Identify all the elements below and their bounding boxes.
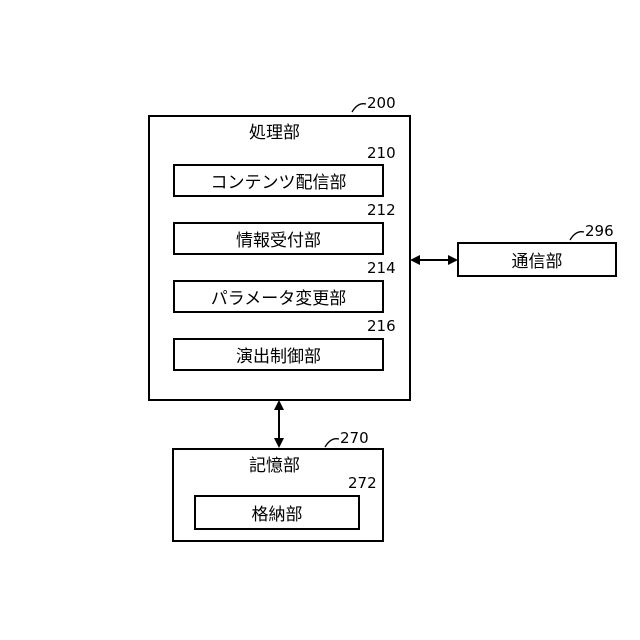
effect-control-unit: 演出制御部 bbox=[173, 338, 384, 371]
content-distribution-label: コンテンツ配信部 bbox=[211, 168, 347, 193]
communication-label: 通信部 bbox=[512, 247, 563, 272]
storage-unit-ref: 270 bbox=[340, 431, 369, 446]
storage-unit-title: 記憶部 bbox=[249, 458, 300, 475]
effect-control-ref: 216 bbox=[367, 319, 396, 334]
communication-unit: 通信部 bbox=[457, 242, 617, 277]
parameter-change-label: パラメータ変更部 bbox=[211, 284, 347, 309]
info-reception-ref: 212 bbox=[367, 203, 396, 218]
effect-control-label: 演出制御部 bbox=[236, 342, 321, 367]
info-reception-label: 情報受付部 bbox=[236, 226, 321, 251]
parameter-change-ref: 214 bbox=[367, 261, 396, 276]
storing-label: 格納部 bbox=[252, 500, 303, 525]
parameter-change-unit: パラメータ変更部 bbox=[173, 280, 384, 313]
leader-200 bbox=[352, 104, 366, 112]
processing-unit-ref: 200 bbox=[367, 96, 396, 111]
leader-270 bbox=[325, 439, 339, 447]
leader-296 bbox=[570, 232, 584, 240]
storing-unit: 格納部 bbox=[194, 495, 360, 530]
storing-ref: 272 bbox=[348, 476, 377, 491]
processing-unit-title: 処理部 bbox=[249, 125, 300, 142]
content-distribution-ref: 210 bbox=[367, 146, 396, 161]
communication-ref: 296 bbox=[585, 224, 614, 239]
content-distribution-unit: コンテンツ配信部 bbox=[173, 164, 384, 197]
info-reception-unit: 情報受付部 bbox=[173, 222, 384, 255]
